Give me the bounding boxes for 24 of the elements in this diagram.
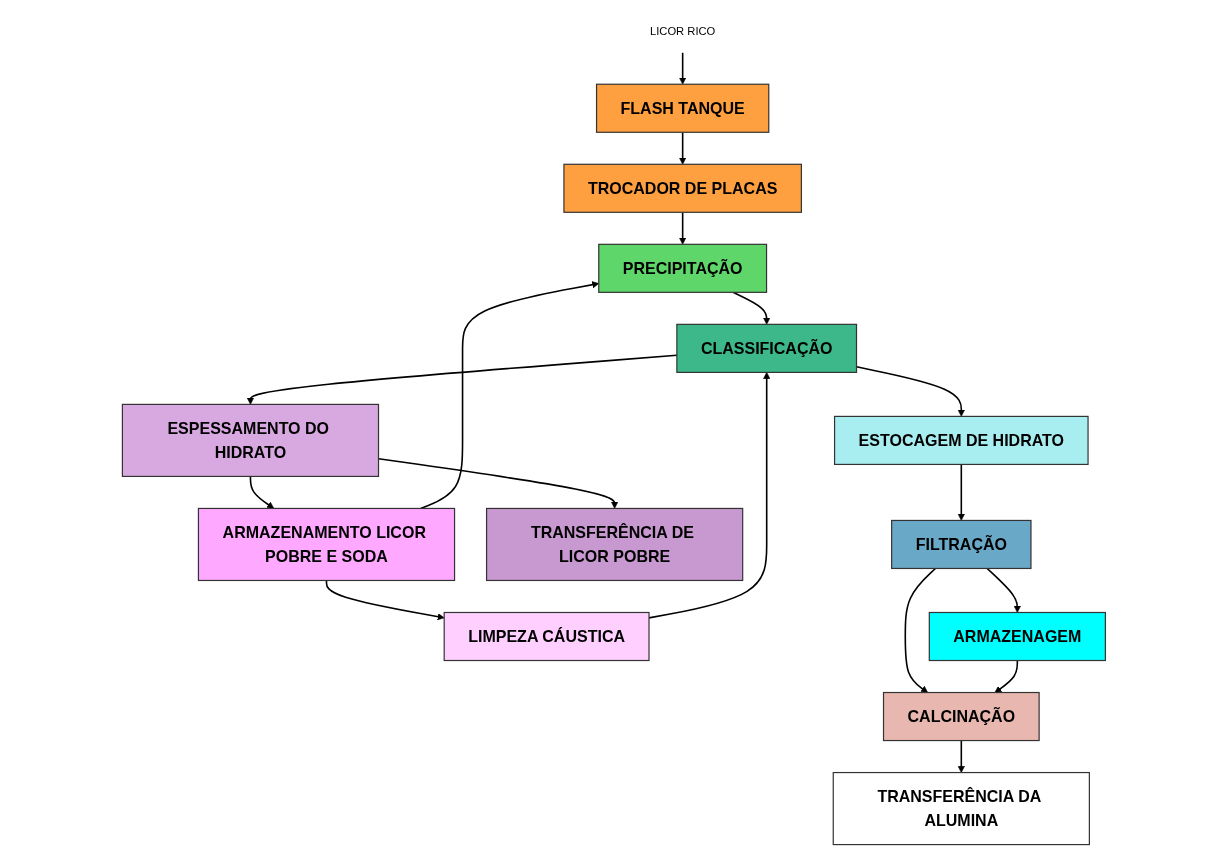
node-box: LIMPEZA CÁUSTICA <box>443 611 650 662</box>
node-box: ESTOCAGEM DE HIDRATO <box>833 415 1089 466</box>
node-text: LICOR RICO <box>649 25 715 38</box>
node-box: TRANSFERÊNCIA DE LICOR POBRE <box>485 507 743 582</box>
node-box: FILTRAÇÃO <box>890 519 1032 570</box>
arrow <box>249 475 274 509</box>
node-box: PRECIPITAÇÃO <box>597 243 767 293</box>
arrow <box>678 131 686 165</box>
node-box: ARMAZENAGEM <box>928 611 1106 662</box>
node-box: ESPESSAMENTO DO HIDRATO <box>121 403 379 478</box>
arrow <box>904 567 936 693</box>
arrow <box>994 659 1018 693</box>
arrow <box>986 567 1021 613</box>
node-box: CLASSIFICAÇÃO <box>675 323 857 373</box>
arrow <box>419 281 599 510</box>
node-box: TRANSFERÊNCIA DA ALUMINA <box>832 771 1090 846</box>
node-box: FLASH TANQUE <box>595 83 769 133</box>
arrow <box>957 463 965 521</box>
arrow <box>957 739 965 773</box>
node-box: ARMAZENAMENTO LICOR POBRE E SODA <box>197 507 455 582</box>
node-box: CALCINAÇÃO <box>882 691 1040 742</box>
arrow <box>678 51 686 85</box>
arrow <box>678 211 686 245</box>
node-box: TROCADOR DE PLACAS <box>562 163 802 213</box>
